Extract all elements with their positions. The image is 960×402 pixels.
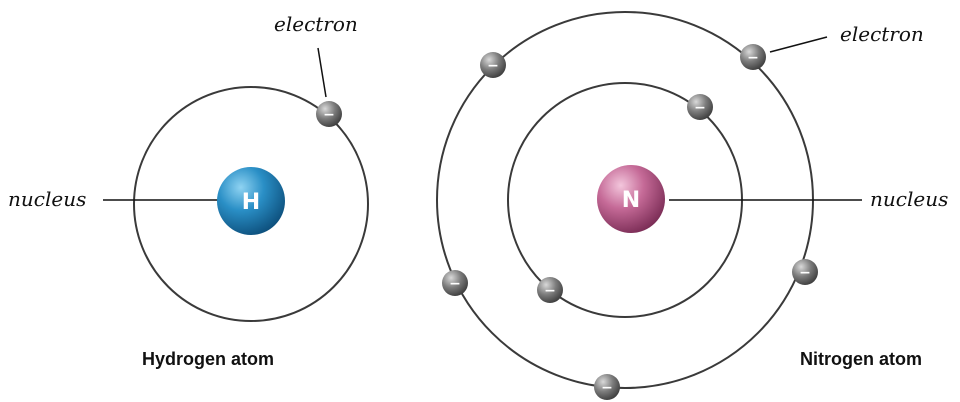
nitrogen-nucleus-label: nucleus (870, 187, 948, 211)
nitrogen-outer-electron: − (740, 44, 766, 70)
svg-text:−: − (799, 265, 811, 281)
nitrogen-inner-electron: − (687, 94, 713, 120)
nitrogen-outer-electron: − (792, 259, 818, 285)
nitrogen-electron-leader (770, 37, 827, 52)
nitrogen-outer-electron: − (594, 374, 620, 400)
hydrogen-electron-label: electron (274, 12, 358, 36)
nitrogen-nucleus: N (597, 165, 665, 233)
hydrogen-nucleus-label: nucleus (8, 187, 86, 211)
svg-text:−: − (449, 276, 461, 292)
nitrogen-caption: Nitrogen atom (800, 349, 922, 369)
nitrogen-electron-label: electron (840, 22, 924, 46)
svg-text:−: − (487, 58, 499, 74)
hydrogen-nucleus-symbol: H (242, 190, 260, 215)
nitrogen-inner-electron: − (537, 277, 563, 303)
nitrogen-atom: nucleus N electron − − − − − (437, 12, 948, 400)
hydrogen-electron-leader (318, 48, 326, 97)
nitrogen-outer-electron: − (480, 52, 506, 78)
svg-text:−: − (544, 283, 556, 299)
hydrogen-nucleus: H (217, 167, 285, 235)
svg-text:−: − (747, 50, 759, 66)
svg-text:−: − (323, 107, 335, 123)
nitrogen-outer-electron: − (442, 270, 468, 296)
nitrogen-nucleus-symbol: N (622, 188, 640, 213)
hydrogen-caption: Hydrogen atom (142, 349, 274, 369)
svg-text:−: − (601, 380, 613, 396)
hydrogen-atom: nucleus H electron − Hydrogen atom (8, 12, 368, 369)
hydrogen-electron: − (316, 101, 342, 127)
svg-text:−: − (694, 100, 706, 116)
